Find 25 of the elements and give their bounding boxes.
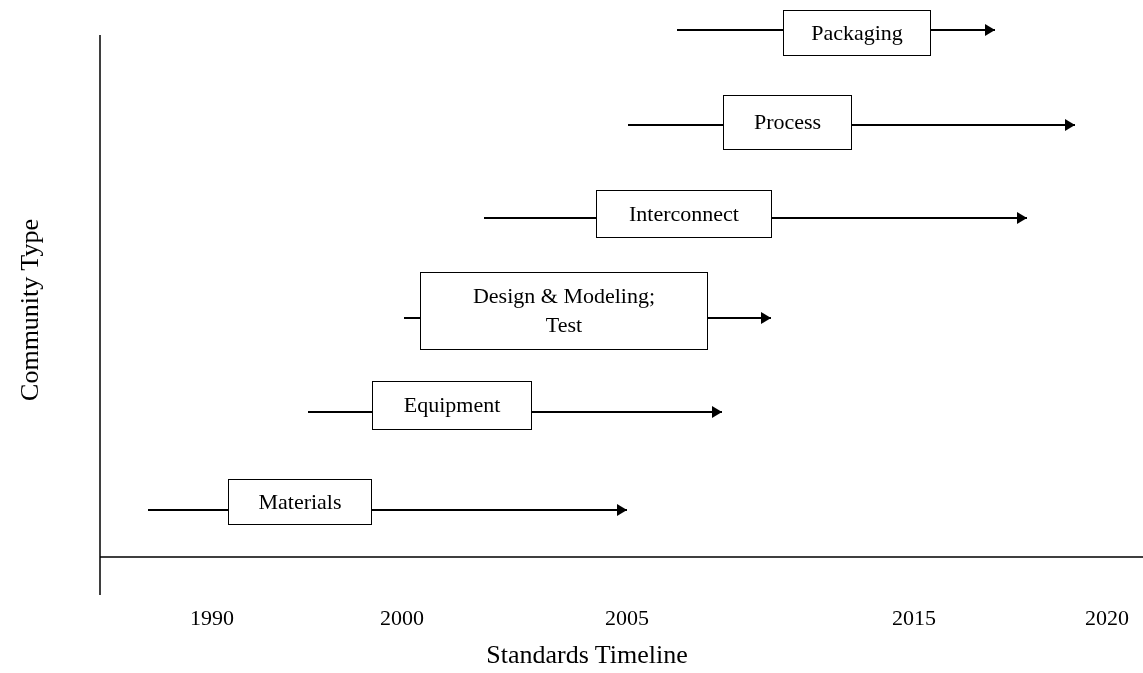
category-box: Process <box>723 95 852 150</box>
line <box>307 411 373 413</box>
tick-label: 2020 <box>1085 605 1129 631</box>
arrow <box>707 312 772 324</box>
tick-label: 2005 <box>605 605 649 631</box>
category-box: Equipment <box>372 381 532 430</box>
category-box: Interconnect <box>596 190 772 238</box>
line <box>147 509 229 511</box>
category-box: Materials <box>228 479 372 525</box>
arrow <box>851 119 1076 131</box>
axis-title: Community Type <box>15 219 45 401</box>
arrow <box>771 212 1028 224</box>
line <box>403 317 421 319</box>
arrow <box>930 24 996 36</box>
line <box>483 217 597 219</box>
category-box: Design & Modeling; Test <box>420 272 708 350</box>
tick-label: 1990 <box>190 605 234 631</box>
arrow <box>531 406 723 418</box>
tick-label: 2015 <box>892 605 936 631</box>
arrow <box>371 504 628 516</box>
line <box>676 29 784 31</box>
tick-label: 2000 <box>380 605 424 631</box>
axis-title: Standards Timeline <box>486 640 688 670</box>
line <box>627 124 724 126</box>
category-box: Packaging <box>783 10 931 56</box>
